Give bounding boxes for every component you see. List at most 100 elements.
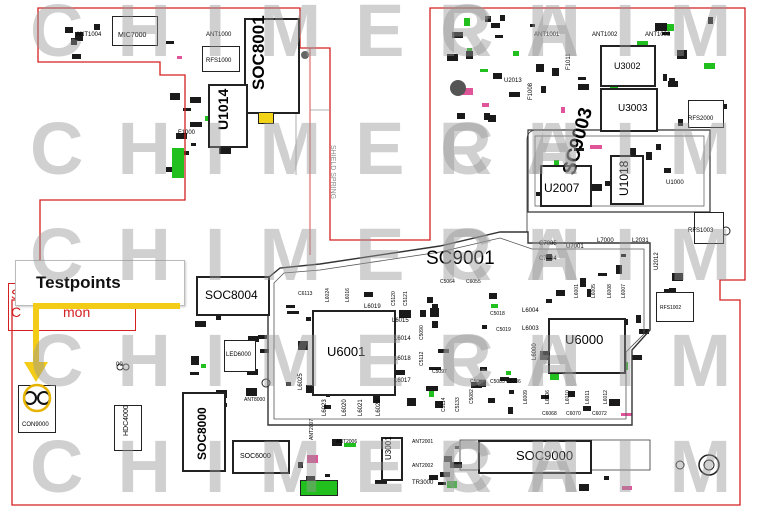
smd-component (305, 385, 313, 394)
l6014-label: L6014 (394, 336, 411, 342)
smd-component (190, 97, 202, 104)
shield-mark-label: SHIELD SPRING (329, 145, 336, 200)
smd-component (94, 23, 101, 30)
smd-component (664, 168, 672, 174)
smd-component (603, 475, 609, 480)
soc6000-label: SOC6000 (240, 453, 271, 460)
soc6000-connector (232, 440, 290, 474)
smd-component (637, 41, 649, 47)
smd-component (455, 445, 460, 449)
arrow-shaft (33, 303, 180, 370)
c5114-label: C5114 (441, 397, 447, 412)
smd-component (461, 87, 474, 95)
smd-component (630, 148, 637, 158)
c7005-label: C7005 (539, 241, 557, 247)
shield-connector (526, 129, 710, 232)
c6070-label: C6070 (566, 411, 581, 417)
smd-component (509, 92, 521, 97)
c5121-label: C5121 (403, 291, 409, 306)
u3001-label: U3001 (384, 436, 393, 460)
via-ring (122, 363, 130, 371)
smd-component (437, 482, 446, 485)
smd-component (539, 351, 549, 361)
c5133-label: C5133 (455, 397, 461, 412)
shield-frame-main (267, 231, 651, 426)
hdc4000-chip (114, 405, 142, 451)
rfs2000-connector (688, 100, 724, 128)
smd-component (546, 254, 553, 262)
rfs1000-label: RFS1000 (206, 58, 232, 64)
smd-component (677, 119, 683, 127)
smd-component (246, 369, 258, 376)
l6024-label: L6024 (325, 288, 331, 302)
l6020-label: L6020 (342, 399, 348, 416)
shield-frame-rf-inner (534, 135, 705, 207)
smd-component (218, 145, 231, 155)
u2012-label: U2012 (654, 252, 660, 270)
smd-component (169, 93, 180, 101)
smd-component (508, 389, 514, 394)
c5085-label: C5085 (490, 379, 505, 385)
smd-component (577, 83, 589, 90)
smd-component (258, 334, 268, 339)
smd-component (259, 348, 269, 353)
smd-component (446, 480, 457, 488)
testpoint-highlight-ring (22, 383, 52, 413)
smd-component (632, 355, 643, 361)
smd-component (487, 115, 496, 123)
c5086-label: C5086 (506, 379, 521, 385)
c5097-label: C5097 (432, 369, 447, 375)
c6068-label: C6068 (542, 411, 557, 417)
l6023-label: L6023 (322, 399, 328, 416)
soc8000-label: SOC8000 (195, 407, 209, 460)
smd-component (447, 54, 459, 62)
smd-component (556, 290, 566, 297)
callout-title: Testpoints (36, 273, 121, 292)
u6001-chip (312, 310, 396, 396)
smd-component (183, 108, 192, 112)
l6021-label: L6021 (358, 399, 364, 416)
smd-component (493, 73, 503, 80)
smd-component (434, 401, 443, 409)
smd-component (590, 183, 602, 191)
via-ring (261, 378, 271, 388)
smd-component (568, 391, 576, 398)
smd-component (616, 265, 623, 275)
via-label: 00 (116, 362, 123, 368)
smd-component (393, 369, 406, 375)
smd-component (72, 54, 82, 60)
smd-component (667, 81, 678, 88)
u1018-label: U1018 (617, 160, 631, 196)
l6009-label: L6009 (523, 390, 529, 404)
smd-component (425, 386, 438, 392)
u3002-chip (600, 45, 656, 87)
l6012-label: L6012 (603, 390, 609, 404)
ant1003-label: ANT1003 (645, 32, 671, 38)
smd-component (307, 455, 319, 464)
smd-component (306, 476, 316, 481)
rfs1003-label: RFS1003 (688, 228, 714, 234)
smd-component (490, 304, 498, 309)
rfs1000-connector (202, 46, 240, 72)
smd-component (374, 480, 387, 485)
smd-component (513, 50, 520, 56)
sc9001-label: SC9001 (426, 248, 495, 269)
soc8000-connector (182, 392, 226, 472)
pcb-edge (11, 7, 746, 506)
smd-component (479, 379, 487, 387)
ant1002-label: ANT1002 (592, 32, 618, 38)
smd-component (245, 388, 257, 397)
smd-component (580, 278, 587, 288)
smd-component (487, 397, 495, 403)
smd-component (608, 399, 620, 407)
callout-red-text-2: C (11, 304, 22, 320)
smd-component (587, 288, 592, 297)
smd-component (656, 144, 662, 150)
smd-component (464, 18, 471, 27)
smd-component (191, 356, 200, 366)
soc8004-label: SOC8004 (205, 288, 258, 302)
f1008-label: F1008 (528, 82, 534, 100)
c5082-label: C5082 (469, 389, 475, 404)
soc8004-connector (196, 276, 270, 316)
fiducial (301, 51, 309, 59)
